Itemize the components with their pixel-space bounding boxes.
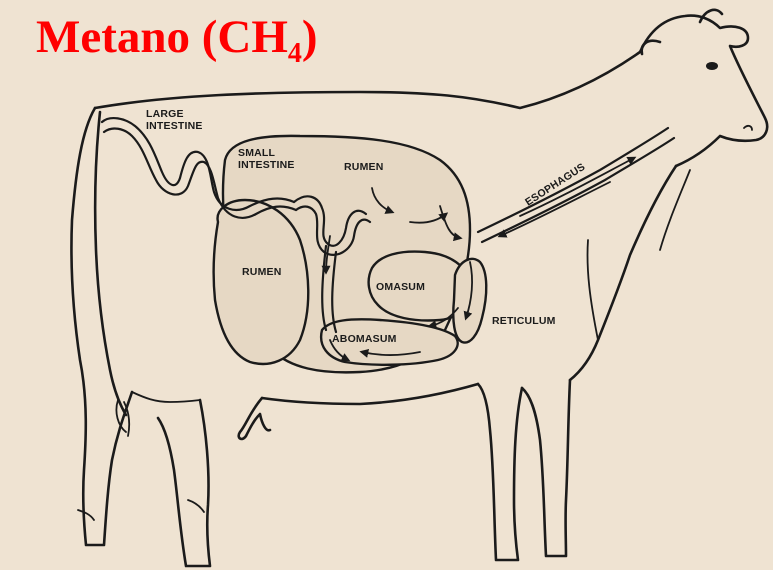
cow-hind-leg-right <box>158 400 210 566</box>
label-large-intestine-line1: LARGE <box>146 108 184 120</box>
cow-udder <box>239 398 270 439</box>
cow-neck-front <box>570 166 676 380</box>
cow-eye <box>706 62 718 70</box>
cow-head <box>640 16 767 166</box>
title-subscript: 4 <box>288 38 302 69</box>
slide-title: Metano (CH4) <box>36 14 318 61</box>
cow-ear-right <box>642 41 660 54</box>
label-omasum: OMASUM <box>376 281 425 293</box>
cow-front-leg-right <box>522 380 570 556</box>
cow-tail <box>95 112 126 415</box>
label-abomasum: ABOMASUM <box>332 333 397 345</box>
cow-belly <box>262 384 478 404</box>
cow-front-shoulder <box>587 240 598 340</box>
title-suffix: ) <box>302 11 318 63</box>
label-large-intestine-line2: INTESTINE <box>146 120 203 132</box>
label-reticulum: RETICULUM <box>492 315 556 327</box>
esophagus-tube-inner <box>482 138 674 242</box>
cow-hock-mark <box>78 500 204 520</box>
cow-thigh-line <box>132 392 200 402</box>
label-esophagus: ESOPHAGUS <box>523 161 587 209</box>
cow-front-leg-left <box>478 384 522 560</box>
label-small-intestine-line2: INTESTINE <box>238 159 295 171</box>
title-prefix: Metano (CH <box>36 11 288 63</box>
label-small-intestine-line1: SMALL <box>238 147 276 159</box>
label-rumen-lower: RUMEN <box>242 266 282 278</box>
cow-nostril <box>744 126 752 130</box>
label-rumen-upper: RUMEN <box>344 161 384 173</box>
